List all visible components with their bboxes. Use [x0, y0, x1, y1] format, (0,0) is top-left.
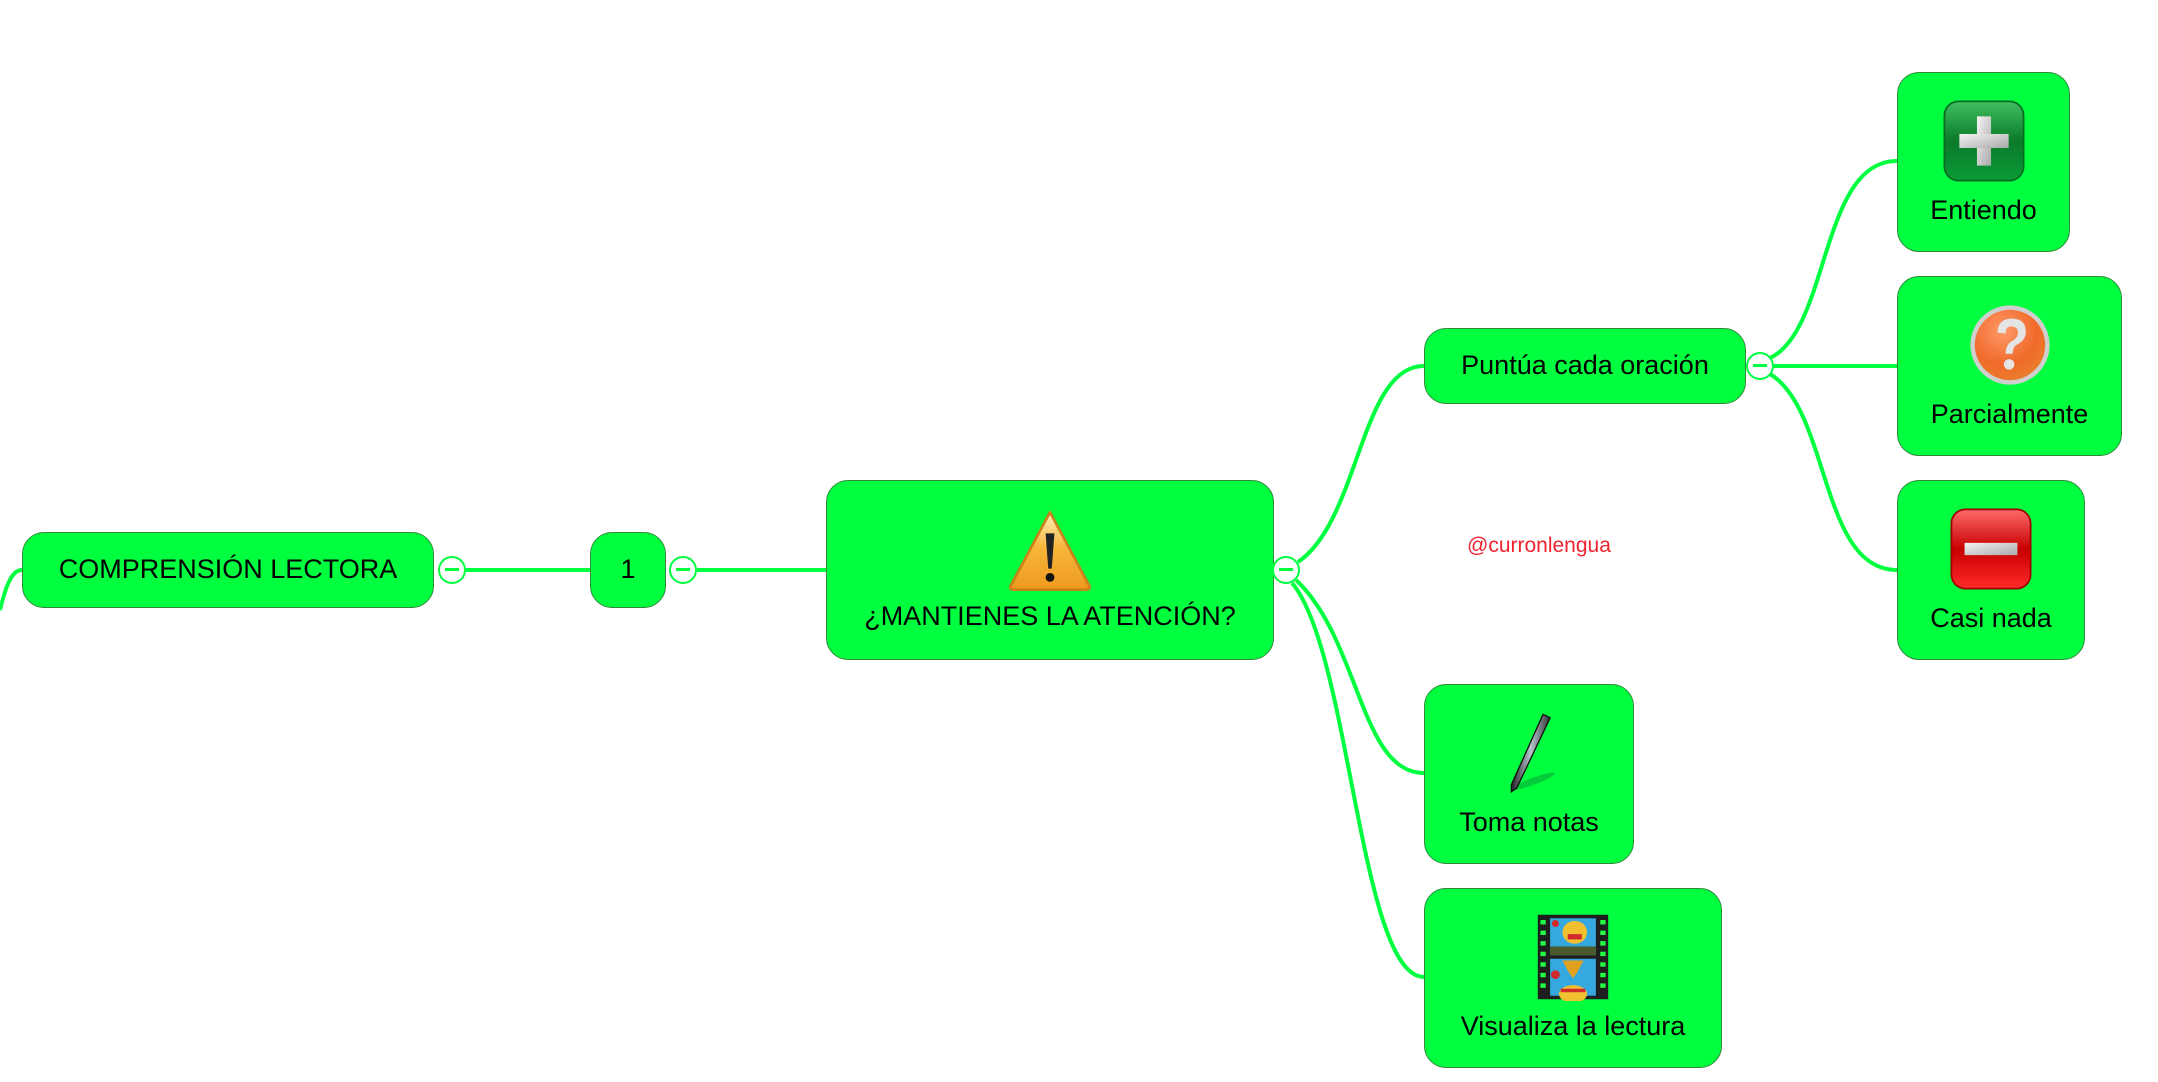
plus-button-icon: [1943, 100, 2024, 182]
child-node-entiendo[interactable]: Entiendo: [1897, 72, 2070, 252]
minus-button-icon: [1950, 508, 2032, 590]
branch-node-puntua-label: Puntúa cada oración: [1461, 350, 1709, 381]
child-node-entiendo-label: Entiendo: [1930, 195, 2037, 226]
link-topic-visualiza: [1290, 581, 1425, 979]
collapse-toggle-topic[interactable]: [1272, 556, 1300, 584]
branch-node-visualiza-label: Visualiza la lectura: [1460, 1011, 1686, 1042]
root-node[interactable]: COMPRENSIÓN LECTORA: [22, 532, 434, 608]
root-node-label: COMPRENSIÓN LECTORA: [58, 554, 398, 585]
branch-node-visualiza[interactable]: Visualiza la lectura: [1424, 888, 1722, 1068]
branch-node-puntua[interactable]: Puntúa cada oración: [1424, 328, 1746, 404]
film-strip-icon: [1537, 915, 1609, 1002]
link-topic-toma-notas: [1294, 578, 1425, 775]
collapse-toggle-puntua[interactable]: [1746, 352, 1774, 380]
child-node-casi-nada[interactable]: Casi nada: [1897, 480, 2085, 660]
collapse-toggle-level1[interactable]: [669, 556, 697, 584]
level1-node[interactable]: 1: [590, 532, 666, 608]
topic-node[interactable]: ¿MANTIENES LA ATENCIÓN?: [826, 480, 1274, 660]
collapse-toggle-root[interactable]: [438, 556, 466, 584]
link-topic-puntua: [1296, 364, 1425, 564]
author-watermark: @curronlengua: [1467, 534, 1611, 557]
link-offscreen-parent-root: [0, 568, 23, 611]
branch-node-toma-notas[interactable]: Toma notas: [1424, 684, 1634, 864]
branch-node-toma-notas-label: Toma notas: [1459, 807, 1599, 838]
link-puntua-casi-nada: [1768, 372, 1898, 572]
child-node-parcialmente-label: Parcialmente: [1930, 399, 2089, 430]
link-puntua-entiendo: [1769, 159, 1898, 360]
level1-node-label: 1: [620, 554, 636, 585]
topic-node-label: ¿MANTIENES LA ATENCIÓN?: [864, 601, 1236, 632]
pen-icon: [1510, 713, 1555, 794]
warning-icon: [1008, 511, 1092, 592]
child-node-parcialmente[interactable]: Parcialmente: [1897, 276, 2122, 456]
child-node-casi-nada-label: Casi nada: [1930, 603, 2052, 634]
question-icon: [1969, 305, 2050, 386]
